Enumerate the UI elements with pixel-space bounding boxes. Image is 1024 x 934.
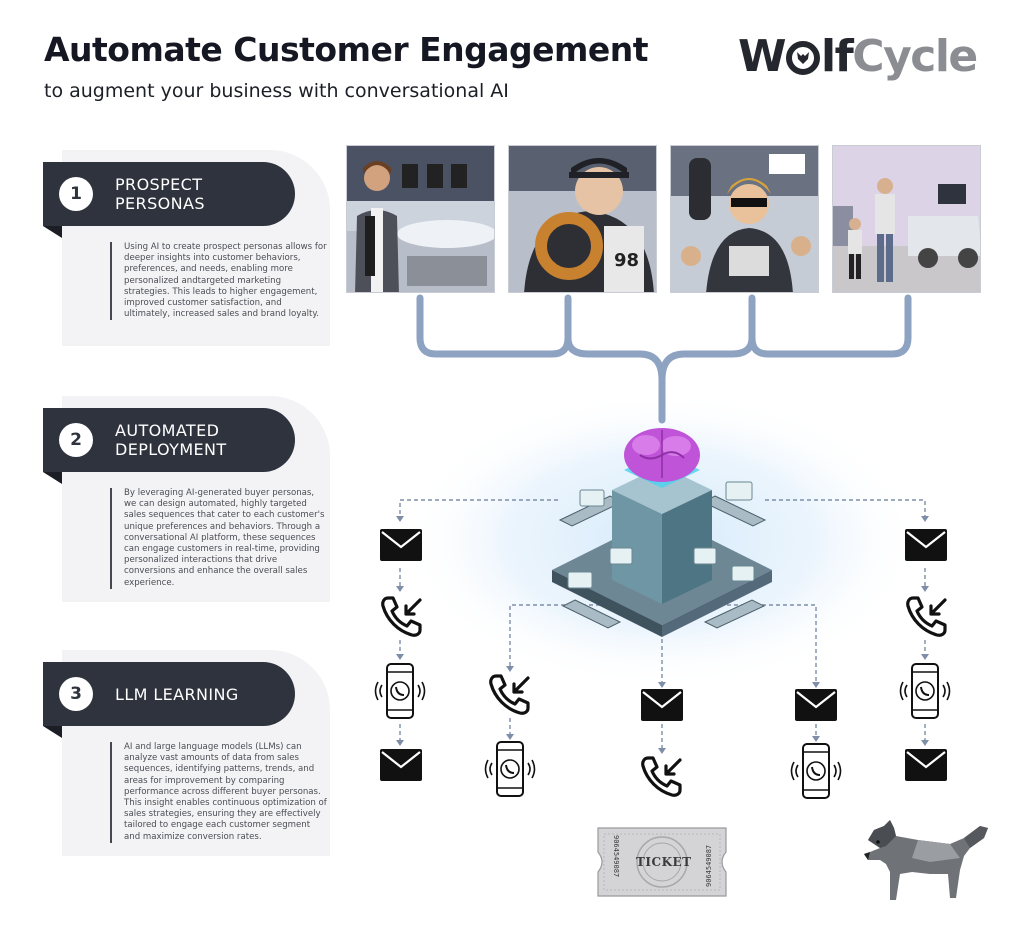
page-subtitle: to augment your business with conversati…	[44, 80, 509, 102]
email-icon	[641, 689, 683, 721]
step-label: PROSPECT PERSONAS	[115, 175, 205, 213]
step-description: Using AI to create prospect personas all…	[110, 242, 328, 321]
step-label: AUTOMATED DEPLOYMENT	[115, 421, 227, 459]
step-number-badge: 2	[59, 423, 93, 457]
email-icon	[380, 749, 422, 781]
ai-hub-machine	[552, 428, 772, 637]
ticket-serial-left: 9064549087	[612, 835, 620, 878]
grandma-fan-persona-image: 98	[508, 145, 657, 293]
mobile-ringing-icon	[899, 663, 951, 719]
incoming-call-icon	[489, 674, 530, 715]
mobile-ringing-icon	[790, 743, 842, 799]
wolf-mascot-icon	[864, 820, 988, 900]
family-tailgate-persona-image	[832, 145, 981, 293]
step-1-header: 1 PROSPECT PERSONAS	[43, 162, 295, 226]
incoming-call-icon	[641, 756, 682, 797]
wolfcycle-logo[interactable]: W lf Cycle	[738, 28, 978, 84]
email-icon	[380, 529, 422, 561]
ticket-serial-right: 9064549087	[705, 844, 713, 887]
mobile-ringing-icon	[484, 741, 536, 797]
email-icon	[905, 749, 947, 781]
incoming-call-icon	[381, 596, 422, 637]
ticket-label: TICKET	[636, 855, 692, 869]
step-label: LLM LEARNING	[115, 684, 239, 704]
incoming-call-icon	[906, 596, 947, 637]
step-description: By leveraging AI-generated buyer persona…	[110, 488, 328, 589]
wolf-head-icon	[786, 41, 821, 75]
page-title: Automate Customer Engagement	[44, 30, 649, 69]
logo-text-w: W	[738, 30, 787, 82]
mobile-ringing-icon	[374, 663, 426, 719]
businessman-persona-image	[346, 145, 495, 293]
step-description: AI and large language models (LLMs) can …	[110, 742, 328, 843]
flow-diagram	[396, 294, 929, 754]
young-fan-persona-image	[670, 145, 819, 293]
email-icon	[795, 689, 837, 721]
persona-merge-connector	[416, 294, 912, 424]
logo-text-lf: lf	[821, 30, 854, 82]
step-3-header: 3 LLM LEARNING	[43, 662, 295, 726]
step-number-badge: 1	[59, 177, 93, 211]
logo-text-cycle: Cycle	[852, 30, 978, 82]
ai-brain-icon	[624, 428, 700, 482]
step-2-header: 2 AUTOMATED DEPLOYMENT	[43, 408, 295, 472]
ribbon-fold	[43, 726, 62, 738]
ticket-image: TICKET 9064549087 9064549087	[594, 826, 730, 898]
svg-text:98: 98	[614, 250, 639, 271]
ribbon-fold	[43, 226, 62, 238]
email-icon	[905, 529, 947, 561]
step-number-badge: 3	[59, 677, 93, 711]
ribbon-fold	[43, 472, 62, 484]
